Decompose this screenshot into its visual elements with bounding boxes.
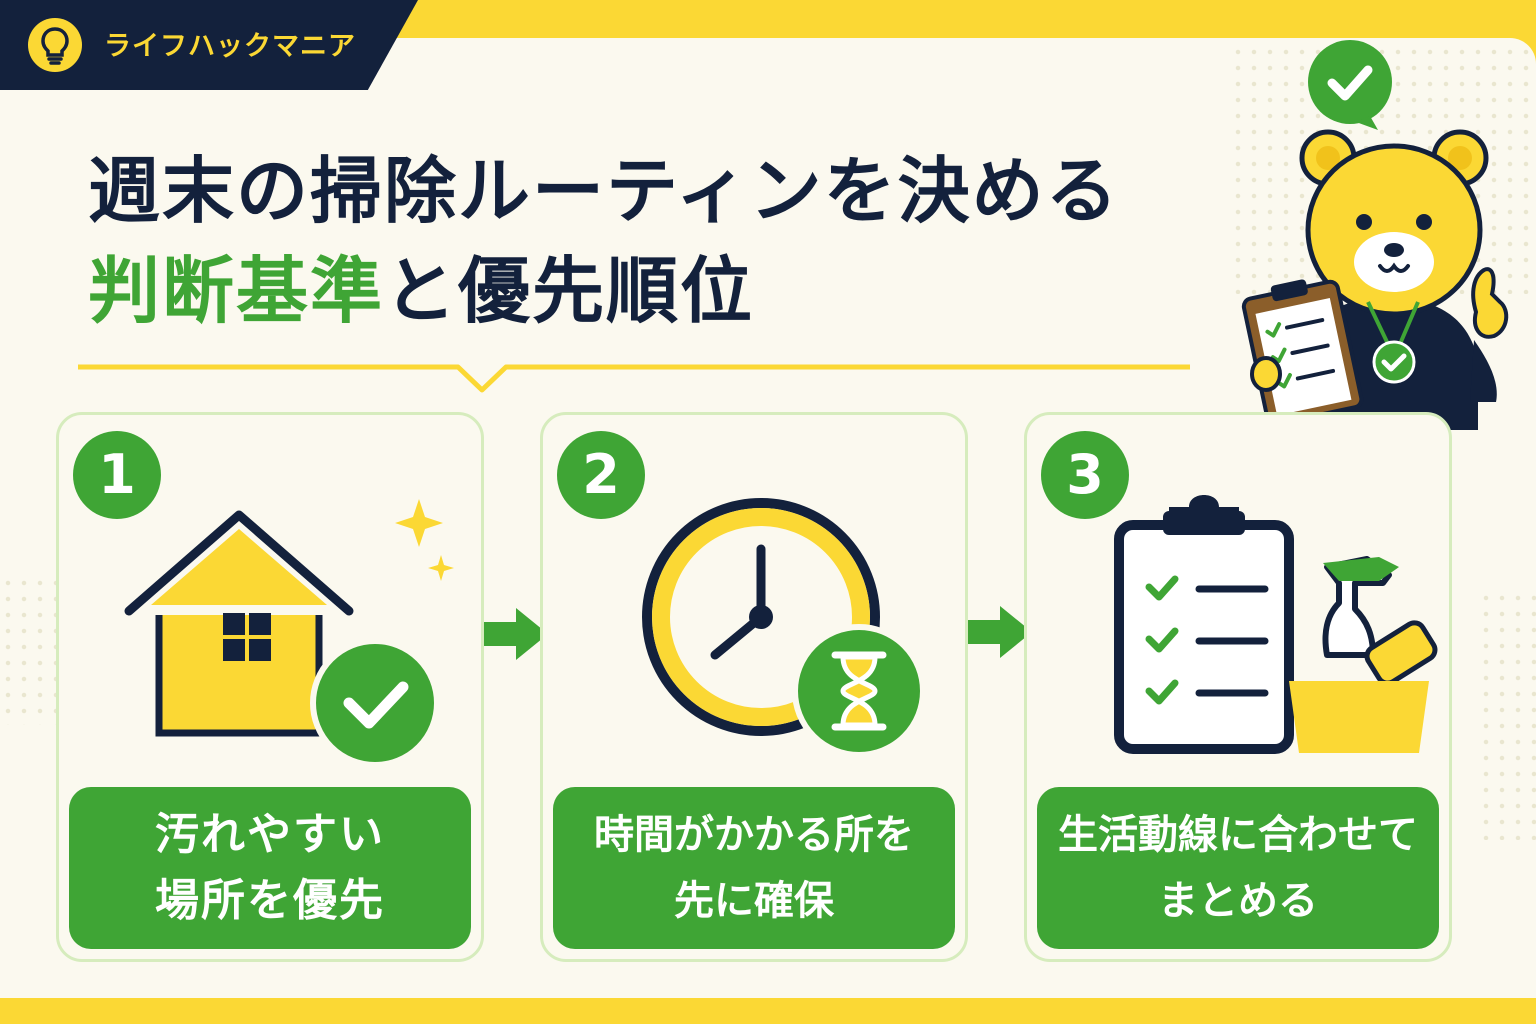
arrow-right-icon <box>484 608 548 660</box>
step-label: 生活動線に合わせて まとめる <box>1037 787 1439 949</box>
house-check-icon <box>124 499 454 768</box>
dot-pattern <box>0 575 60 725</box>
arrow-right-icon <box>968 606 1032 658</box>
title-divider <box>78 364 1190 393</box>
step-number: 1 <box>73 431 161 519</box>
step-label-line-1: 時間がかかる所を <box>594 812 914 858</box>
speech-check-icon <box>1308 40 1392 130</box>
page-title: 週末の掃除ルーティンを決める <box>88 149 1120 233</box>
step-card-3: 3 生活動線に合わせて まとめる <box>1024 412 1452 962</box>
step-label-line-1: 汚れやすい <box>155 809 385 860</box>
step-card-1: 1 汚れやすい 場所を優先 <box>56 412 484 962</box>
step-label-line-2: 場所を優先 <box>155 875 385 926</box>
step-label-line-2: まとめる <box>1158 878 1318 924</box>
step-number: 2 <box>557 431 645 519</box>
step-label: 汚れやすい 場所を優先 <box>69 787 471 949</box>
step-label-line-2: 先に確保 <box>674 878 834 924</box>
step-card-2: 2 時間がかかる所を 先に確保 <box>540 412 968 962</box>
page-subtitle: 判断基準と優先順位 <box>88 232 754 337</box>
step-label-line-1: 生活動線に合わせて <box>1058 812 1418 858</box>
subtitle-rest: と優先順位 <box>384 249 755 333</box>
step-label: 時間がかかる所を 先に確保 <box>553 787 955 949</box>
clock-hourglass-icon <box>642 498 926 758</box>
step-number: 3 <box>1041 431 1129 519</box>
lightbulb-icon <box>28 18 82 72</box>
dot-pattern <box>1478 590 1536 840</box>
brand-name: ライフハックマニア <box>104 31 356 62</box>
bear-mascot <box>1241 40 1509 430</box>
subtitle-highlight: 判断基準 <box>88 249 385 333</box>
clipboard-cleaning-icon <box>1114 495 1438 754</box>
